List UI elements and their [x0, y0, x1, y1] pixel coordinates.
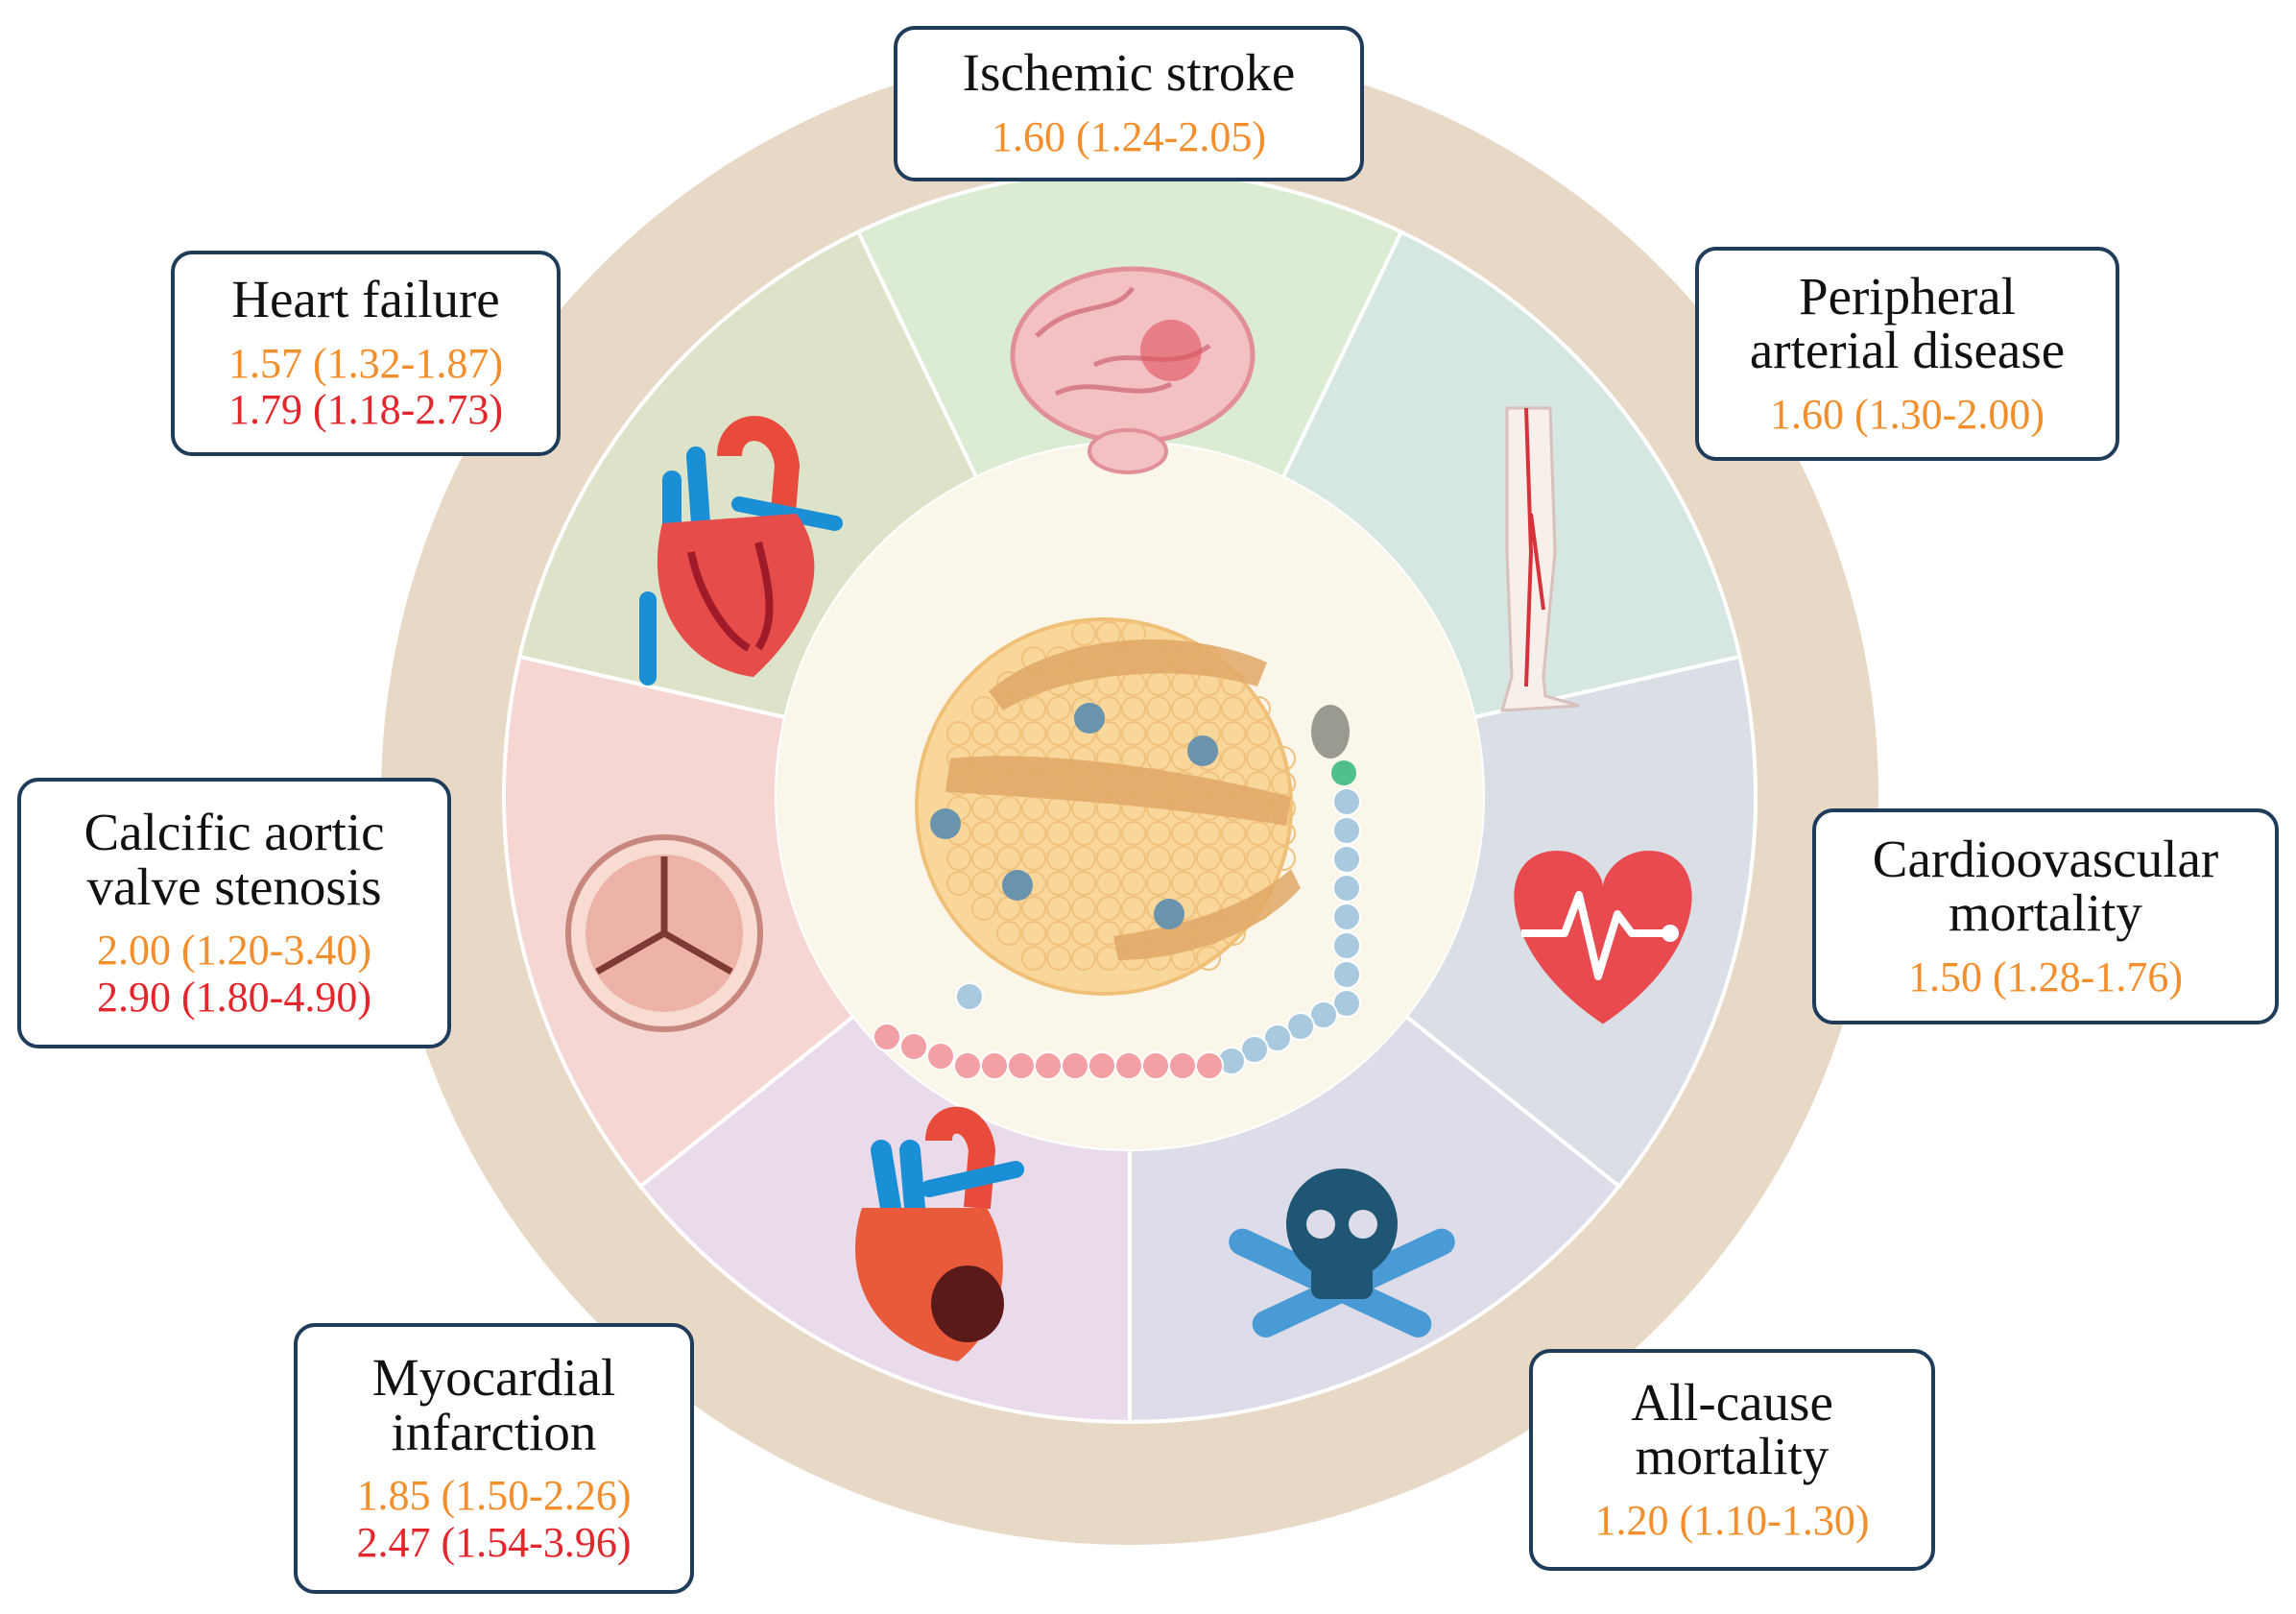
- heart-anatomy-icon: [639, 416, 843, 686]
- outcome-box-heart-failure: Heart failure 1.57 (1.32-1.87)1.79 (1.18…: [171, 251, 561, 456]
- outcome-title: Heart failure: [231, 270, 500, 329]
- heart-pulse-icon: [1514, 851, 1692, 1024]
- lipoprotein-particle-icon: [873, 617, 1361, 1080]
- outcome-values: 2.00 (1.20-3.40)2.90 (1.80-4.90): [97, 927, 371, 1021]
- outcome-values: 1.20 (1.10-1.30): [1594, 1496, 1870, 1544]
- outcome-values: 1.57 (1.32-1.87)1.79 (1.18-2.73): [228, 339, 503, 434]
- skull-crossbones-icon: [1229, 1168, 1455, 1337]
- aortic-valve-icon: [565, 834, 763, 1032]
- brain-icon: [1010, 266, 1256, 474]
- outcome-title: Ischemic stroke: [962, 43, 1296, 103]
- leg-arteries-icon: [1499, 406, 1580, 712]
- outcome-box-ischemic-stroke: Ischemic stroke 1.60 (1.24-2.05): [894, 26, 1364, 181]
- outcome-values: 1.50 (1.28-1.76): [1908, 952, 2183, 1000]
- outcome-values: 1.85 (1.50-2.26)2.47 (1.54-3.96): [356, 1472, 632, 1566]
- outcome-values: 1.60 (1.30-2.00): [1770, 390, 2045, 438]
- infarcted-heart-icon: [855, 1106, 1024, 1361]
- outcome-values: 1.60 (1.24-2.05): [992, 113, 1266, 161]
